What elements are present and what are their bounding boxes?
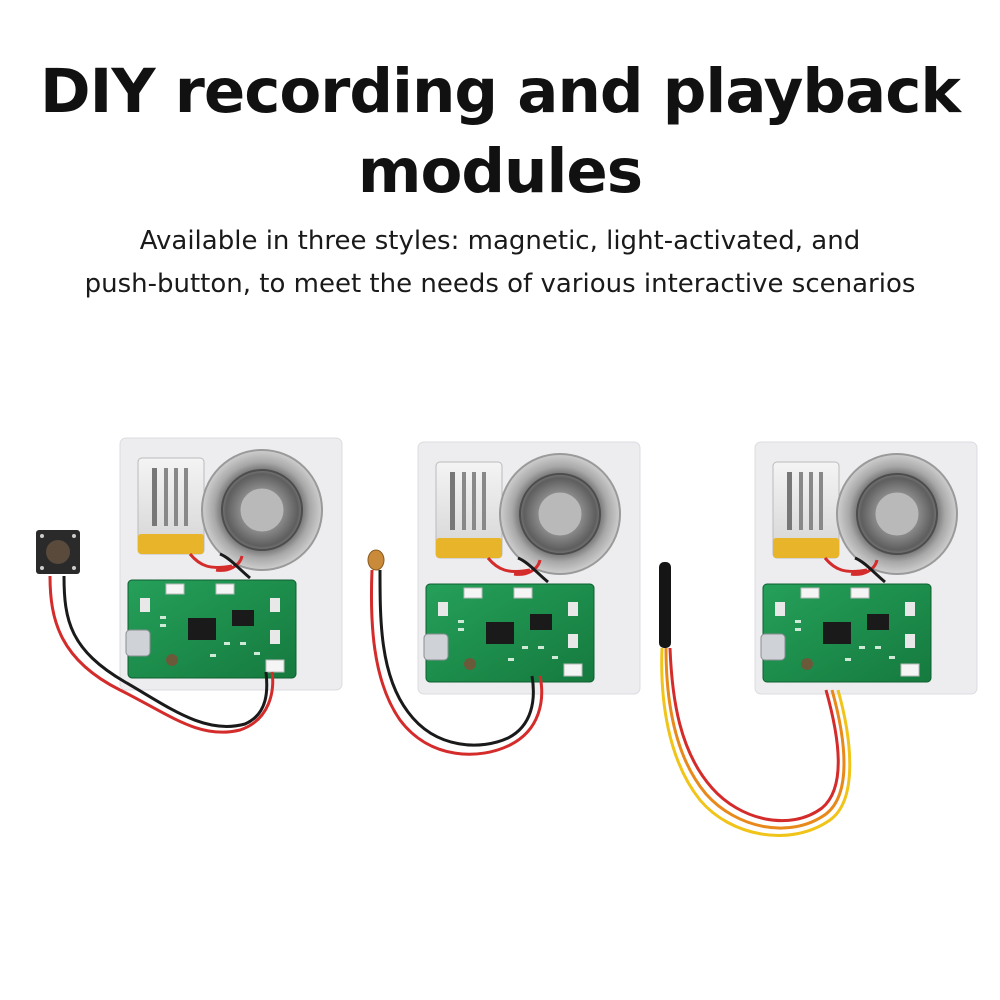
page-subtitle: Available in three styles: magnetic, lig… xyxy=(0,220,1000,306)
magnetic-module xyxy=(659,440,979,837)
title-line-2: modules xyxy=(357,136,643,207)
title-line-1: DIY recording and playback xyxy=(40,56,961,127)
reed-sensor xyxy=(659,562,671,648)
push-button-switch xyxy=(36,530,80,574)
page-title: DIY recording and playback modules xyxy=(0,52,1000,212)
subtitle-line-1: Available in three styles: magnetic, lig… xyxy=(139,226,861,256)
photoresistor xyxy=(367,549,385,571)
subtitle-line-2: push-button, to meet the needs of variou… xyxy=(84,269,916,299)
push-button-module xyxy=(36,436,344,734)
light-activated-module xyxy=(367,440,642,756)
